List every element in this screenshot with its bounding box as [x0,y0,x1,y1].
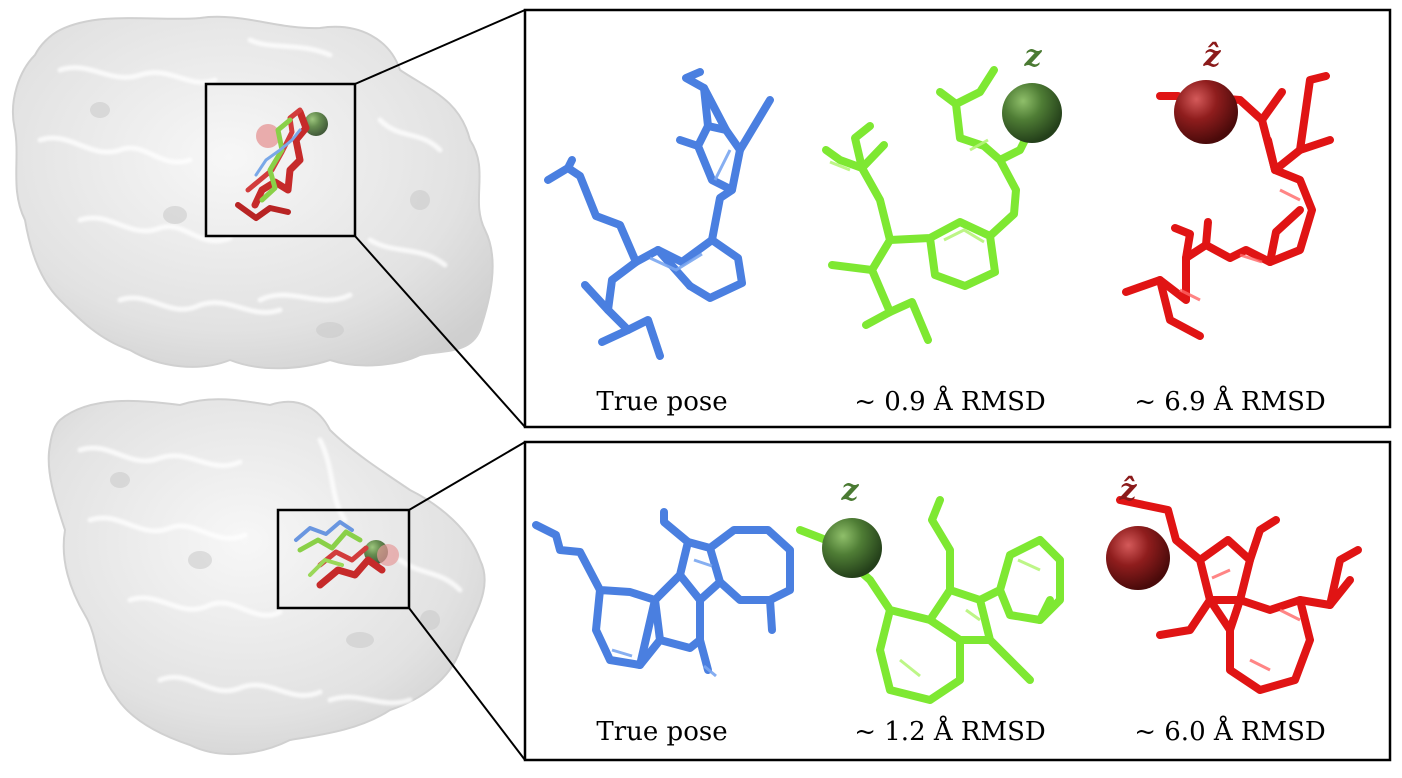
latent-sphere-zhat-1 [1174,80,1238,144]
true-pose-molecule-2 [532,508,794,674]
protein-surface-bottom [47,398,486,755]
latent-label-z-1: z [1023,39,1042,74]
latent-sphere-z-2 [822,518,882,578]
latent-label-zhat-1: ẑ [1202,39,1221,74]
zoom-box-top [204,82,357,238]
binding-pocket-ligands-bottom [294,520,399,589]
predicted-molecule-2 [796,496,1064,704]
label-true-pose-1: True pose [596,387,727,417]
binding-pocket-ligands-top [235,107,328,221]
zoom-box-bottom [276,508,411,610]
latent-label-zhat-2: ẑ [1118,473,1137,508]
label-rmsd-2a: ~ 1.2 Å RMSD [854,715,1046,747]
latent-label-z-2: z [840,473,859,508]
shifted-molecule-2 [1116,496,1362,694]
label-rmsd-1b: ~ 6.9 Å RMSD [1134,385,1326,417]
label-true-pose-2: True pose [596,717,727,747]
predicted-molecule-1 [822,66,1044,344]
label-rmsd-2b: ~ 6.0 Å RMSD [1134,715,1326,747]
label-rmsd-1a: ~ 0.9 Å RMSD [854,385,1046,417]
pose-panel-1 [523,8,1392,429]
latent-sphere-zhat-2 [1106,526,1170,590]
zoom-connectors [354,9,526,761]
protein-surface-top [11,15,494,370]
latent-sphere-z-1 [1002,83,1062,143]
